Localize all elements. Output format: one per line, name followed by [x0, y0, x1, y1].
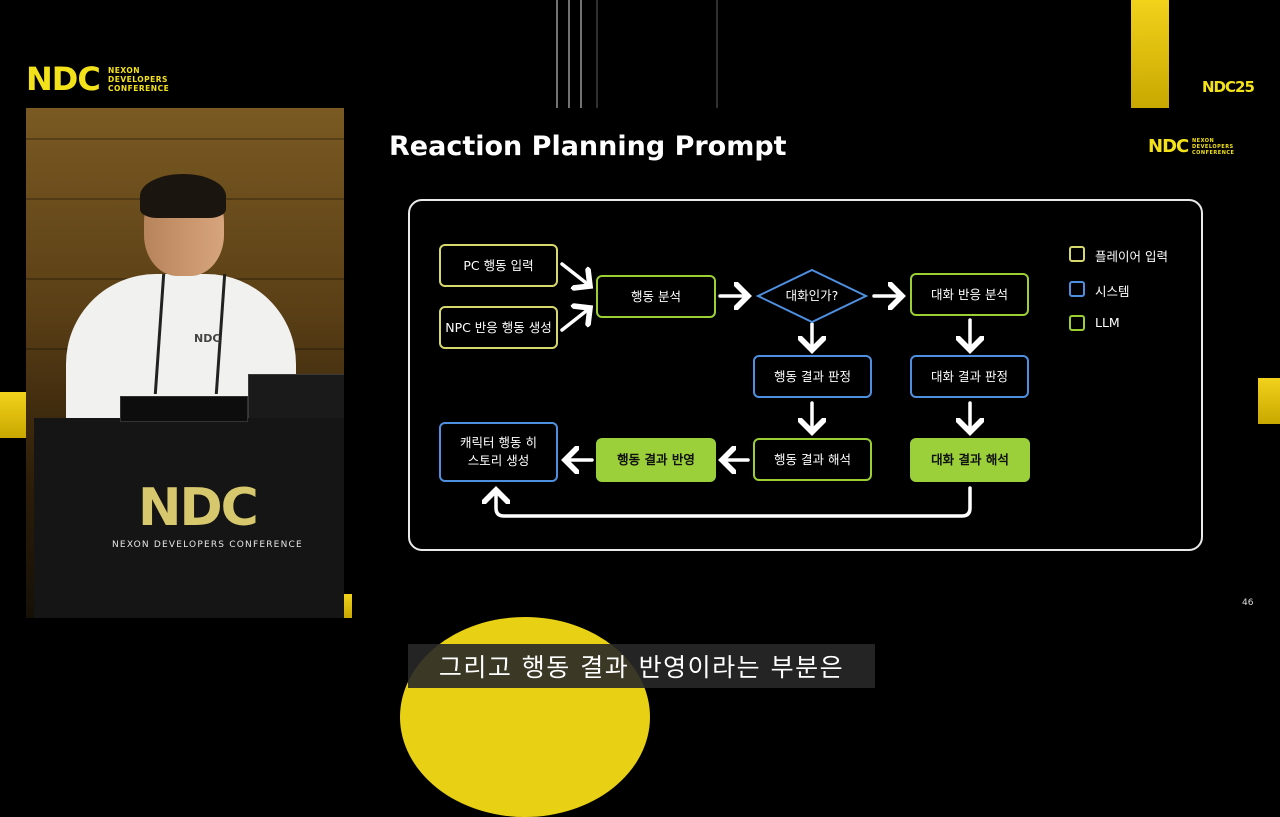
laptop	[248, 374, 344, 422]
deco-yellow-bar	[1131, 0, 1169, 108]
node-action-result-judge: 행동 결과 판정	[753, 355, 872, 398]
flow-diagram	[408, 199, 1203, 551]
deco-line	[556, 0, 558, 108]
legend-label-player-input: 플레이어 입력	[1095, 249, 1168, 264]
node-is-dialogue: 대화인가?	[785, 288, 839, 303]
subtitle-caption: 그리고 행동 결과 반영이라는 부분은	[408, 644, 875, 688]
slide-page-number: 46	[1242, 598, 1254, 608]
deco-line	[568, 0, 570, 108]
node-dialogue-analysis: 대화 반응 분석	[910, 273, 1029, 316]
node-npc-generate: NPC 반응 행동 생성	[439, 306, 558, 349]
flow-arrows	[0, 262, 1280, 518]
deco-line	[716, 0, 718, 108]
arrow	[560, 262, 590, 286]
podium-text: NEXON DEVELOPERS CONFERENCE	[112, 540, 303, 550]
ndc-logo: NDC	[26, 60, 101, 98]
node-action-result-interpret: 행동 결과 해석	[753, 438, 872, 481]
decision-diamond	[755, 268, 869, 324]
legend-swatch-system	[1069, 281, 1085, 297]
ndc25-logo: NDC25	[1202, 78, 1255, 96]
ndc-logo-subtitle: NEXON DEVELOPERS CONFERENCE	[108, 66, 170, 93]
arrow	[496, 488, 972, 518]
speaker-video: NDC NDC NEXON DEVELOPERS CONFERENCE	[26, 108, 344, 618]
arrow	[560, 308, 590, 332]
deco-yellow-bar	[1258, 378, 1280, 424]
deco-line	[596, 0, 598, 108]
slide-ndc-logo-subtitle: NEXON DEVELOPERS CONFERENCE	[1192, 138, 1235, 156]
node-character-history: 캐릭터 행동 히스토리 생성	[439, 422, 558, 482]
node-dialogue-result-interpret: 대화 결과 해석	[910, 438, 1030, 482]
node-pc-input: PC 행동 입력	[439, 244, 558, 287]
podium-logo: NDC	[138, 478, 259, 538]
speaker-hair	[140, 174, 226, 218]
deco-line	[580, 0, 582, 108]
deco-yellow-bar	[344, 594, 352, 618]
slide-ndc-logo: NDC	[1148, 136, 1189, 157]
legend-swatch-llm	[1069, 315, 1085, 331]
podium	[34, 418, 344, 618]
node-action-analysis: 행동 분석	[596, 275, 716, 318]
slide-title: Reaction Planning Prompt	[389, 131, 787, 162]
node-dialogue-result-judge: 대화 결과 판정	[910, 355, 1029, 398]
legend-label-system: 시스템	[1095, 284, 1130, 299]
legend-swatch-player-input	[1069, 246, 1085, 262]
laptop	[120, 396, 248, 422]
node-action-result-reflect: 행동 결과 반영	[596, 438, 716, 482]
legend-label-llm: LLM	[1095, 315, 1120, 330]
shirt-logo: NDC	[194, 332, 221, 345]
deco-yellow-bar	[0, 392, 26, 438]
